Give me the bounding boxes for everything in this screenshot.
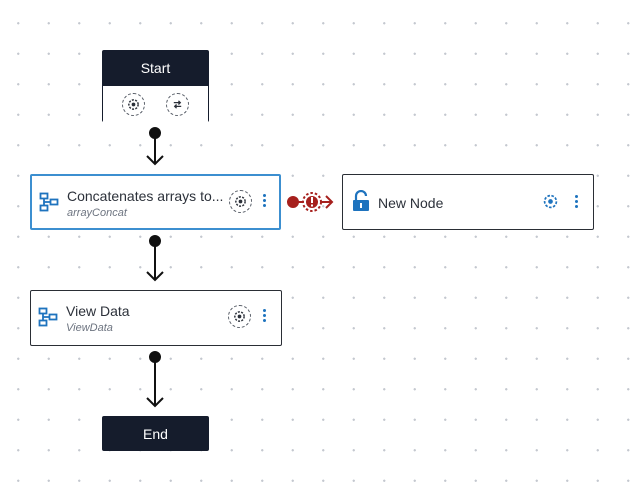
end-node[interactable]: End [102,416,209,451]
start-node[interactable]: Start [102,50,209,122]
node-array-concat[interactable]: Concatenates arrays to... arrayConcat [30,174,281,230]
flow-icon [38,307,58,327]
cog-icon[interactable] [543,194,558,209]
start-label: Start [140,60,171,76]
node-subtitle: ViewData [66,322,113,334]
node-title: Concatenates arrays to... [67,188,224,204]
end-label: End [143,426,168,442]
node-subtitle: arrayConcat [67,207,127,219]
flow-icon [39,192,59,212]
node-view-data[interactable]: View Data ViewData [30,290,282,346]
cog-icon[interactable] [228,305,251,328]
unlock-icon [352,190,370,212]
node-new[interactable]: New Node [342,174,594,230]
node-title: New Node [378,195,444,211]
more-vert-icon[interactable] [573,195,579,211]
cog-icon[interactable] [121,92,145,116]
more-vert-icon[interactable] [261,309,267,325]
error-connector [287,192,334,212]
cog-icon[interactable] [229,190,252,213]
node-title: View Data [66,303,130,319]
loop-icon[interactable] [166,92,190,116]
more-vert-icon[interactable] [261,194,267,210]
